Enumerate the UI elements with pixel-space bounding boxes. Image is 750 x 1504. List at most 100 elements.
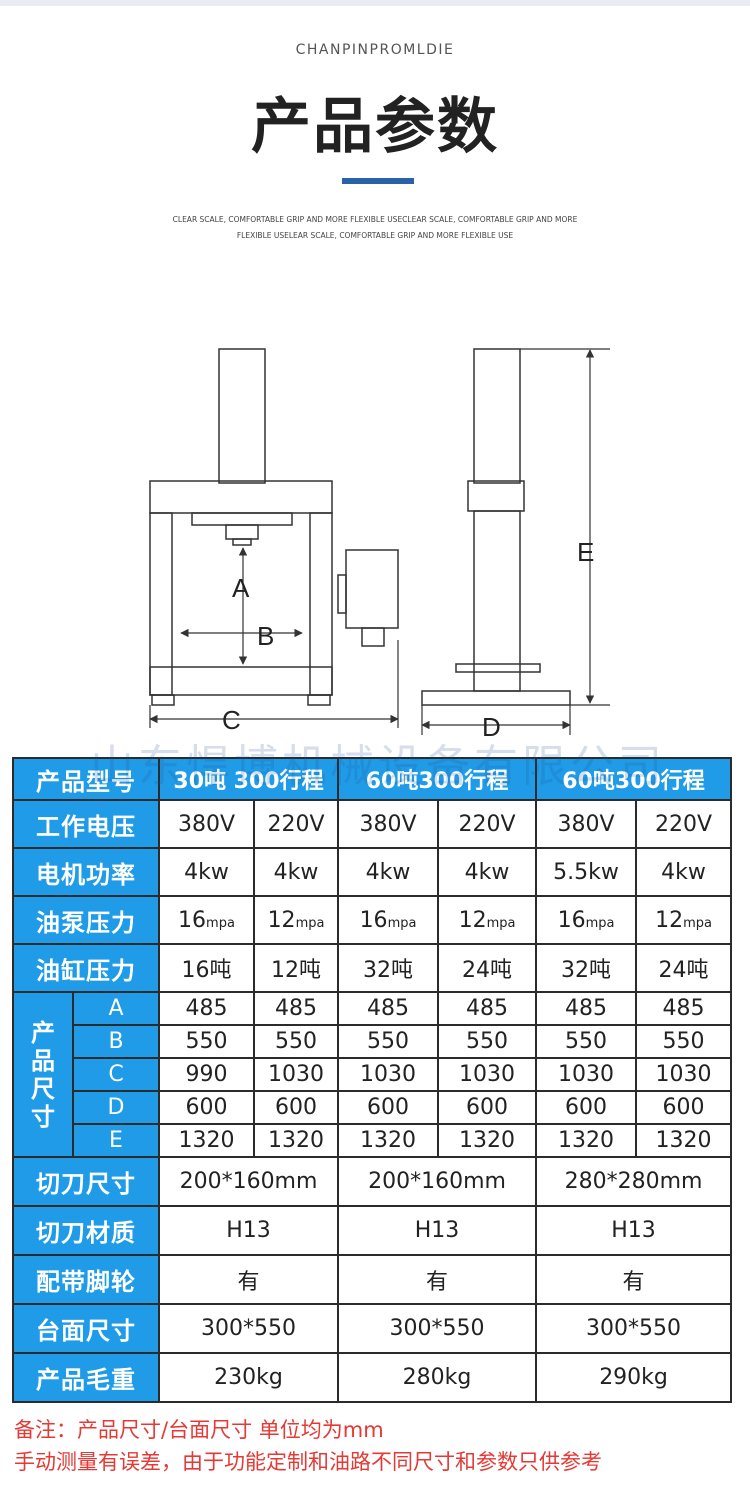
table-cell: 1030 [437,1057,538,1092]
row-label-model: 产品型号 [12,757,160,801]
table-cell: 16吨 [158,943,255,993]
table-cell: 550 [635,1024,733,1059]
dim-key-c: C [72,1057,160,1092]
row-label-weight: 产品毛重 [12,1352,160,1403]
table-cell: 220V [252,799,340,849]
table-cell: 有 [157,1254,340,1305]
section-subtitle: CHANPINPROMLDIE [295,42,455,58]
row-label-cutter-material: 切刀材质 [12,1205,160,1256]
row-label-cutter-size: 切刀尺寸 [12,1156,160,1207]
description-line-1: CLEAR SCALE, COMFORTABLE GRIP AND MORE F… [172,215,578,224]
footnote: 备注：产品尺寸/台面尺寸 单位均为mm 手动测量有误差，由于功能定制和油路不同尺… [14,1414,734,1478]
dimension-label-b: B [257,621,274,651]
table-cell: 485 [535,991,638,1026]
table-cell: 16mpa [337,895,440,945]
table-row-motor: 电机功率 4kw 4kw 4kw 4kw 5.5kw 4kw [12,847,733,897]
table-cell: 200*160mm [157,1156,340,1207]
description-line-2: FLEXIBLE USELEAR SCALE, COMFORTABLE GRIP… [236,231,514,240]
table-cell: 1030 [635,1057,733,1092]
row-label-cylinder: 油缸压力 [12,943,160,993]
table-cell: 230kg [157,1352,340,1403]
table-cell: 220V [437,799,538,849]
table-cell: 32吨 [337,943,440,993]
section-title: 产品参数 [251,92,499,162]
table-cell: 600 [337,1090,440,1125]
table-cell: 550 [337,1024,440,1059]
table-cell: 16mpa [158,895,255,945]
table-cell: 24吨 [635,943,733,993]
table-cell: 550 [158,1024,255,1059]
dim-key-e: E [72,1123,160,1158]
front-view [149,348,399,706]
table-cell: 300*550 [337,1303,538,1354]
dimension-label-d: D [482,712,501,742]
title-accent-bar [342,178,414,184]
table-cell: 600 [437,1090,538,1125]
table-cell: 1320 [252,1123,340,1158]
table-cell: 1030 [252,1057,340,1092]
table-cell: 4kw [337,847,440,897]
model-header-2: 60吨300行程 [337,757,538,801]
side-view [421,348,571,706]
table-cell: 220V [635,799,733,849]
table-cell: 4kw [158,847,255,897]
footnote-line-1: 备注：产品尺寸/台面尺寸 单位均为mm [14,1418,384,1442]
table-row-cutter-size: 切刀尺寸 200*160mm 200*160mm 280*280mm [12,1156,733,1207]
table-cell: 1320 [158,1123,255,1158]
table-cell: 600 [635,1090,733,1125]
table-row-dim-c: C 990 1030 1030 1030 1030 1030 [13,1057,733,1092]
table-cell: 380V [158,799,255,849]
table-row-weight: 产品毛重 230kg 280kg 290kg [12,1352,733,1403]
table-cell: 990 [158,1057,255,1092]
table-cell: 280kg [337,1352,538,1403]
table-cell: 600 [158,1090,255,1125]
section-description: CLEAR SCALE, COMFORTABLE GRIP AND MORE F… [170,212,580,244]
table-cell: 485 [252,991,340,1026]
dimension-label-e: E [577,537,594,567]
table-cell: 12吨 [252,943,340,993]
table-cell: 550 [252,1024,340,1059]
row-label-table-size: 台面尺寸 [12,1303,160,1354]
table-row-cylinder: 油缸压力 16吨 12吨 32吨 24吨 32吨 24吨 [12,943,733,993]
table-row-cutter-material: 切刀材质 H13 H13 H13 [12,1205,733,1256]
table-cell: H13 [157,1205,340,1256]
dim-key-b: B [72,1024,160,1059]
table-cell: 1320 [535,1123,638,1158]
model-header-1: 30吨 300行程 [157,757,340,801]
dim-key-a: A [72,991,160,1026]
table-cell: 280*280mm [535,1156,733,1207]
footnote-line-2: 手动测量有误差，由于功能定制和油路不同尺寸和参数只供参考 [14,1450,602,1474]
table-cell: 380V [535,799,638,849]
table-cell: 12mpa [252,895,340,945]
table-row-dim-e: E 1320 1320 1320 1320 1320 1320 [13,1123,733,1158]
table-cell: 485 [158,991,255,1026]
table-cell: 600 [535,1090,638,1125]
table-cell: 200*160mm [337,1156,538,1207]
table-cell: 12mpa [635,895,733,945]
table-cell: 12mpa [437,895,538,945]
dim-key-d: D [72,1090,160,1125]
table-cell: 1320 [635,1123,733,1158]
table-cell: 24吨 [437,943,538,993]
side-view-dimension-lines [421,348,610,735]
table-cell: 5.5kw [535,847,638,897]
table-cell: 485 [635,991,733,1026]
table-cell: 1320 [337,1123,440,1158]
table-cell: 300*550 [535,1303,733,1354]
table-cell: 380V [337,799,440,849]
table-cell: H13 [535,1205,733,1256]
table-cell: 600 [252,1090,340,1125]
table-row-model: 产品型号 30吨 300行程 60吨300行程 60吨300行程 [12,757,733,801]
row-label-voltage: 工作电压 [12,799,160,849]
table-row-casters: 配带脚轮 有 有 有 [12,1254,733,1305]
table-cell: 1030 [337,1057,440,1092]
row-label-pump: 油泵压力 [12,895,160,945]
press-dimension-diagram: A B C D E [149,348,610,742]
table-cell: 550 [437,1024,538,1059]
table-cell: 4kw [252,847,340,897]
table-cell: 290kg [535,1352,733,1403]
row-label-motor: 电机功率 [12,847,160,897]
table-row-table-size: 台面尺寸 300*550 300*550 300*550 [12,1303,733,1354]
spec-table: 产品型号 30吨 300行程 60吨300行程 60吨300行程 工作电压 38… [12,757,733,1403]
table-cell: 32吨 [535,943,638,993]
